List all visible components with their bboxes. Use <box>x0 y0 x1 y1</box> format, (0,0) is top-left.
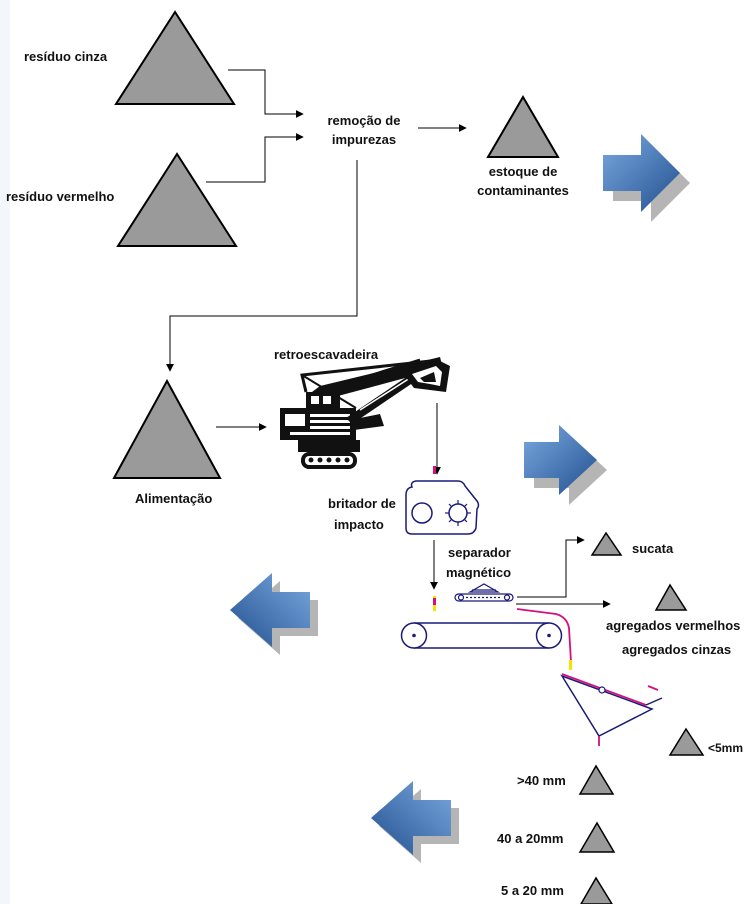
label-separador-2: magnético <box>446 565 511 580</box>
excavator-icon <box>280 357 450 469</box>
pile-estoque <box>486 95 560 158</box>
blue-arrow-right-1 <box>603 134 690 222</box>
diagram-labels: resíduo cinza resíduo vermelho remoção d… <box>6 49 743 898</box>
label-agregados-cinzas: agregados cinzas <box>622 642 731 657</box>
pile-40-20mm <box>578 821 616 853</box>
pile-agregados-vermelhos <box>654 583 688 611</box>
impact-crusher-icon <box>405 466 480 535</box>
background-edge <box>0 0 10 904</box>
pile-lt5mm <box>668 727 705 756</box>
blue-arrow-left-1 <box>230 573 318 655</box>
label-sucata: sucata <box>632 541 674 556</box>
pile-gt40mm <box>578 764 615 795</box>
pile-residuo-cinza <box>114 10 236 105</box>
label-estoque-1: estoque de <box>489 164 558 179</box>
label-remocao-2: impurezas <box>332 132 396 147</box>
magnetic-separator-icon <box>454 583 514 602</box>
label-residuo-cinza: resíduo cinza <box>24 49 108 64</box>
blue-arrow-left-2 <box>371 781 459 863</box>
label-retroescavadeira: retroescavadeira <box>274 347 379 362</box>
conveyor-belt-icon <box>400 596 572 670</box>
label-britador-2: impacto <box>334 517 384 532</box>
label-gt40mm: >40 mm <box>517 773 566 788</box>
label-estoque-2: contaminantes <box>477 183 569 198</box>
label-residuo-vermelho: resíduo vermelho <box>6 189 114 204</box>
label-lt5mm: <5mm <box>708 741 743 755</box>
pile-residuo-vermelho <box>116 152 238 247</box>
label-5-20mm: 5 a 20 mm <box>501 883 564 898</box>
connector-lines <box>166 69 611 608</box>
blue-arrow-right-2 <box>524 425 607 505</box>
label-alimentacao: Alimentação <box>135 491 212 506</box>
pile-5-20mm <box>580 876 613 904</box>
pile-sucata <box>590 531 623 556</box>
pile-alimentacao <box>112 378 222 479</box>
label-separador-1: separador <box>448 545 511 560</box>
label-britador-1: britador de <box>328 496 396 511</box>
label-agregados-vermelhos: agregados vermelhos <box>606 618 740 633</box>
label-40-20mm: 40 a 20mm <box>497 831 564 846</box>
vibrating-screen-icon <box>560 673 663 746</box>
label-remocao-1: remoção de <box>328 113 401 128</box>
